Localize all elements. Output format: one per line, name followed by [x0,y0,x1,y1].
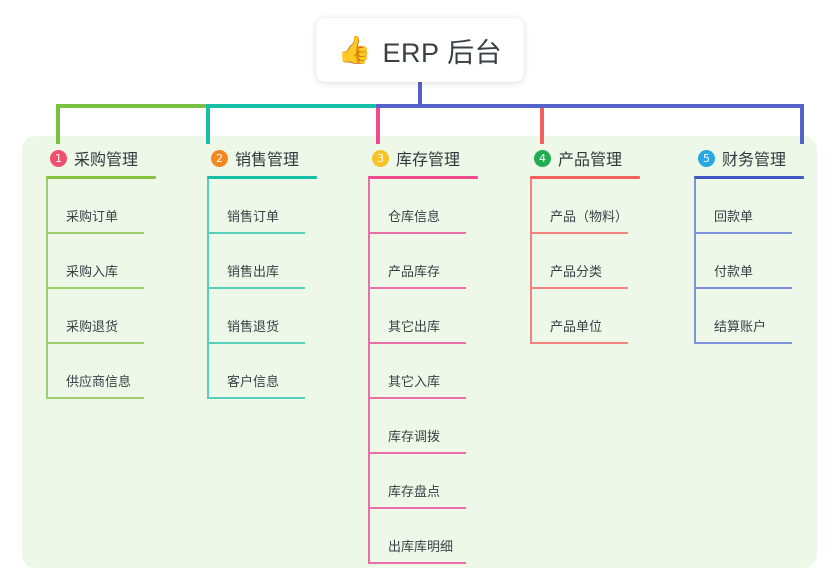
menu-item-label: 出库库明细 [388,539,454,554]
column-number-badge: 3 [372,149,389,167]
column-2: 2 销售管理销售订单销售出库销售退货客户信息 [205,146,355,399]
menu-item-label: 客户信息 [227,374,280,389]
menu-item-label: 其它出库 [388,319,441,334]
column-4: 4 产品管理产品（物料） 产品分类产品单位 [528,146,678,344]
menu-item[interactable]: 库存盘点 [368,454,466,509]
diagram-panel [22,136,817,568]
connector-stub-5 [800,104,804,144]
menu-item-label: 产品分类 [550,264,603,279]
menu-item-label: 采购入库 [66,264,119,279]
menu-item-label: 结算账户 [714,319,767,334]
column-items: 仓库信息产品库存其它出库其它入库库存调拨库存盘点出库库明细 [366,179,516,564]
menu-item-label: 销售订单 [227,209,280,224]
menu-item-label: 库存盘点 [388,484,441,499]
menu-item[interactable]: 销售出库 [207,234,305,289]
column-items: 产品（物料） 产品分类产品单位 [528,179,678,344]
menu-item-label: 仓库信息 [388,209,441,224]
menu-item[interactable]: 产品（物料） [530,179,628,234]
menu-item[interactable]: 销售订单 [207,179,305,234]
menu-item-label: 库存调拨 [388,429,441,444]
menu-item-label: 销售出库 [227,264,280,279]
menu-item-label: 付款单 [714,264,754,279]
column-items: 销售订单销售出库销售退货客户信息 [205,179,355,399]
menu-item-label: 其它入库 [388,374,441,389]
menu-item[interactable]: 出库库明细 [368,509,466,564]
column-number-badge: 1 [50,149,67,167]
menu-item-label: 产品（物料） [550,209,629,224]
column-title: 库存管理 [396,152,461,169]
menu-item-label: 供应商信息 [66,374,132,389]
menu-item[interactable]: 付款单 [694,234,792,289]
menu-item[interactable]: 产品库存 [368,234,466,289]
column-title: 财务管理 [722,152,787,169]
column-items: 采购订单采购入库采购退货供应商信息 [44,179,194,399]
column-header-2[interactable]: 2 销售管理 [205,146,355,170]
connector-bar-1 [56,104,206,108]
menu-item[interactable]: 客户信息 [207,344,305,399]
column-items: 回款单付款单结算账户 [692,179,839,344]
title-card: 👍 ERP 后台 [316,18,524,82]
menu-item[interactable]: 产品单位 [530,289,628,344]
connector-stub-1 [56,104,60,144]
column-1: 1 采购管理采购订单采购入库采购退货供应商信息 [44,146,194,399]
menu-item[interactable]: 采购订单 [46,179,144,234]
menu-item[interactable]: 供应商信息 [46,344,144,399]
connector-bar-2 [206,104,376,108]
menu-item-label: 产品单位 [550,319,603,334]
column-5: 5 财务管理回款单付款单结算账户 [692,146,839,344]
connector-bar-3 [376,104,804,108]
menu-item-label: 采购订单 [66,209,119,224]
thumbs-up-icon: 👍 [337,34,372,65]
menu-item-label: 采购退货 [66,319,119,334]
column-3: 3 库存管理仓库信息产品库存其它出库其它入库库存调拨库存盘点出库库明细 [366,146,516,564]
column-header-rule [530,176,640,179]
column-title: 销售管理 [235,152,300,169]
page-title: ERP 后台 [382,37,503,68]
column-number-badge: 4 [534,149,551,167]
column-number-badge: 2 [211,149,228,167]
menu-item[interactable]: 仓库信息 [368,179,466,234]
menu-item-label: 产品库存 [388,264,441,279]
column-header-1[interactable]: 1 采购管理 [44,146,194,170]
menu-item[interactable]: 结算账户 [694,289,792,344]
column-header-rule [46,176,156,179]
column-header-5[interactable]: 5 财务管理 [692,146,839,170]
column-number-badge: 5 [698,149,715,167]
menu-item-label: 回款单 [714,209,754,224]
menu-item[interactable]: 库存调拨 [368,399,466,454]
trunk-connector [418,80,422,107]
column-header-3[interactable]: 3 库存管理 [366,146,516,170]
menu-item[interactable]: 回款单 [694,179,792,234]
connector-stub-2 [206,104,210,144]
menu-item[interactable]: 其它出库 [368,289,466,344]
menu-item[interactable]: 销售退货 [207,289,305,344]
connector-stub-3 [376,104,380,144]
column-header-4[interactable]: 4 产品管理 [528,146,678,170]
column-title: 产品管理 [558,152,623,169]
connector-stub-4 [540,104,544,144]
menu-item-label: 销售退货 [227,319,280,334]
menu-item[interactable]: 采购退货 [46,289,144,344]
column-title: 采购管理 [74,152,139,169]
column-header-rule [694,176,804,179]
menu-item[interactable]: 采购入库 [46,234,144,289]
column-header-rule [368,176,478,179]
column-header-rule [207,176,317,179]
menu-item[interactable]: 其它入库 [368,344,466,399]
menu-item[interactable]: 产品分类 [530,234,628,289]
